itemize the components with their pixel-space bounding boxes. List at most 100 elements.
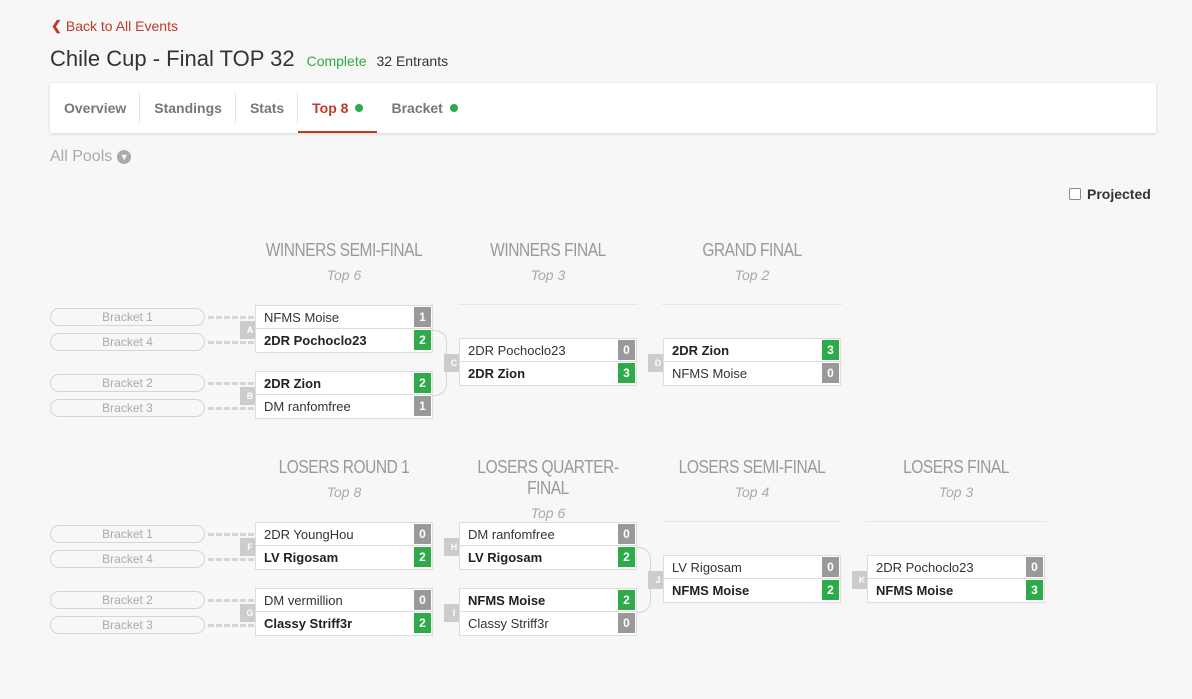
score: 3 <box>1026 580 1043 600</box>
entrant-name: 2DR Pochoclo23 <box>468 342 566 358</box>
seed-pill: Bracket 4 <box>50 550 205 568</box>
tab-bracket[interactable]: Bracket <box>377 83 471 133</box>
score: 2 <box>618 547 635 567</box>
entrant-name: DM ranfomfree <box>264 399 351 414</box>
score: 0 <box>822 557 839 577</box>
round-header-winners-semi: WINNERS SEMI-FINAL Top 6 <box>244 240 444 283</box>
entrant-slot[interactable]: DM ranfomfree 1 <box>255 395 433 419</box>
chevron-left-icon: ❮ <box>51 18 62 33</box>
back-link[interactable]: ❮ Back to All Events <box>51 18 178 34</box>
seed-pill: Bracket 3 <box>50 399 205 417</box>
round-subtitle: Top 3 <box>938 484 974 500</box>
round-title: LOSERS SEMI-FINAL <box>678 457 826 477</box>
seed-pill: Bracket 2 <box>50 591 205 609</box>
round-title: LOSERS ROUND 1 <box>278 457 410 477</box>
entrant-slot[interactable]: DM ranfomfree 0 <box>459 522 637 546</box>
round-title: GRAND FINAL <box>702 240 802 260</box>
score: 0 <box>618 524 635 544</box>
entrant-name: NFMS Moise <box>468 592 546 608</box>
score: 2 <box>414 547 431 567</box>
entrant-slot[interactable]: LV Rigosam 2 <box>459 546 637 570</box>
round-subtitle: Top 6 <box>530 505 566 521</box>
round-title: LOSERS QUARTER-FINAL <box>477 457 619 498</box>
entrant-name: DM ranfomfree <box>468 526 555 542</box>
tab-bar: Overview Standings Stats Top 8 Bracket <box>50 83 1156 133</box>
tab-label: Bracket <box>391 100 443 116</box>
entrant-name: NFMS Moise <box>672 366 748 381</box>
entrant-slot[interactable]: NFMS Moise 0 <box>663 362 841 386</box>
divider <box>866 521 1046 522</box>
score: 0 <box>618 340 635 360</box>
score: 0 <box>414 590 431 610</box>
entrant-slot[interactable]: 2DR Pochoclo23 0 <box>459 338 637 362</box>
score: 1 <box>414 396 431 416</box>
seed-pill: Bracket 4 <box>50 333 205 351</box>
entrant-name: NFMS Moise <box>264 309 340 325</box>
seed-pill: Bracket 1 <box>50 308 205 326</box>
chevron-down-icon: ▼ <box>117 150 132 164</box>
tab-stats[interactable]: Stats <box>236 83 299 133</box>
entrant-slot[interactable]: NFMS Moise 3 <box>867 579 1045 603</box>
round-title: WINNERS FINAL <box>490 240 606 260</box>
entrant-name: 2DR Zion <box>468 366 526 381</box>
score: 1 <box>414 307 431 327</box>
round-header-losers-final: LOSERS FINAL Top 3 <box>856 457 1056 500</box>
round-header-grand-final: GRAND FINAL Top 2 <box>652 240 852 283</box>
tab-label: Overview <box>64 100 127 116</box>
round-header-losers-sf: LOSERS SEMI-FINAL Top 4 <box>652 457 852 500</box>
score: 0 <box>822 363 839 383</box>
tab-label: Standings <box>154 100 222 116</box>
back-link-label: Back to All Events <box>65 18 178 34</box>
entrant-slot[interactable]: NFMS Moise 1 <box>255 305 433 329</box>
round-subtitle: Top 4 <box>734 484 770 500</box>
pools-dropdown[interactable]: All Pools ▼ <box>50 148 132 166</box>
event-header: Chile Cup - Final TOP 32 Complete 32 Ent… <box>50 46 448 72</box>
tab-top-8[interactable]: Top 8 <box>298 83 378 133</box>
entrant-name: NFMS Moise <box>876 583 954 598</box>
score: 2 <box>414 373 431 393</box>
connector <box>208 341 254 344</box>
tab-standings[interactable]: Standings <box>140 83 236 133</box>
entrant-name: LV Rigosam <box>468 550 543 565</box>
entrants-count: 32 Entrants <box>376 53 449 69</box>
score: 0 <box>618 613 635 633</box>
tab-overview[interactable]: Overview <box>50 83 141 133</box>
projected-checkbox[interactable] <box>1069 188 1081 200</box>
connector <box>208 316 254 319</box>
entrant-name: NFMS Moise <box>672 583 750 598</box>
round-subtitle: Top 3 <box>530 267 566 283</box>
tab-label: Top 8 <box>312 100 349 116</box>
score: 3 <box>822 340 839 360</box>
round-title: LOSERS FINAL <box>903 457 1009 477</box>
round-header-losers-r1: LOSERS ROUND 1 Top 8 <box>244 457 444 500</box>
seed-pill: Bracket 1 <box>50 525 205 543</box>
entrant-name: 2DR Pochoclo23 <box>264 333 367 348</box>
projected-toggle[interactable]: Projected <box>1069 186 1151 202</box>
entrant-name: 2DR YoungHou <box>264 526 354 542</box>
connector <box>208 407 254 410</box>
